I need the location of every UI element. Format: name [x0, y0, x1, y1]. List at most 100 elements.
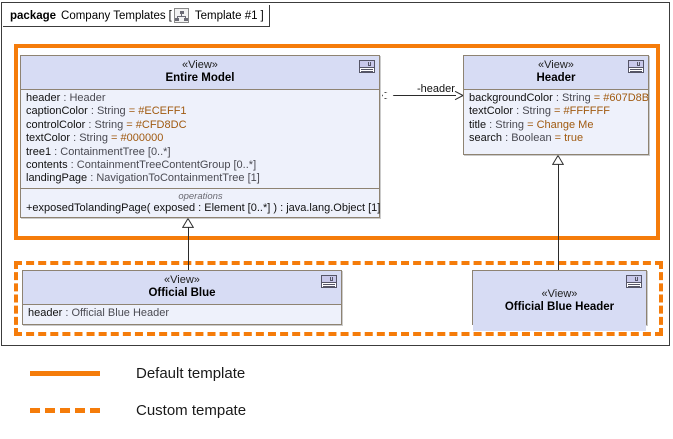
attribute-separator: : — [70, 132, 80, 145]
attribute-name: textColor — [26, 132, 71, 145]
attribute-name: controlColor — [26, 118, 86, 131]
class-name: Official Blue — [148, 287, 216, 299]
attribute-separator: : — [486, 118, 496, 131]
attribute-type: Header — [69, 92, 106, 104]
attribute-value: true — [564, 132, 584, 145]
generalization-line-official-blue-header — [558, 164, 559, 270]
legend-label: Custom tempate — [136, 402, 247, 419]
attribute-row: contents : ContainmentTreeContentGroup [… — [26, 159, 375, 172]
attribute-row: header : Header — [26, 92, 375, 105]
attribute-row: tree1 : ContainmentTree [0..*] — [26, 146, 375, 159]
package-name: Company Templates — [61, 9, 166, 22]
attribute-separator: : — [85, 118, 95, 131]
attribute-name: title — [469, 118, 487, 131]
attribute-separator: : — [62, 307, 72, 319]
attribute-equals: = — [125, 105, 139, 118]
class-header: «View» Official Blue Header — [473, 271, 646, 331]
attribute-equals: = — [107, 132, 121, 145]
attribute-separator: : — [552, 92, 562, 104]
class-stereotype: «View» — [164, 274, 200, 286]
attribute-value: #000000 — [120, 132, 164, 145]
class-header: «View» Entire Model — [21, 56, 379, 90]
operations-compartment: operations +exposedTolandingPage( expose… — [21, 187, 381, 218]
attribute-value: #607D8B — [603, 92, 650, 104]
attribute-name: captionColor — [26, 105, 88, 118]
operations-compartment-label: operations — [178, 190, 223, 202]
attribute-type: Boolean — [511, 132, 552, 145]
attribute-separator: : — [67, 159, 77, 172]
attribute-separator: : — [51, 145, 61, 158]
attribute-row: landingPage : NavigationToContainmentTre… — [26, 172, 375, 185]
view-icon — [359, 60, 375, 73]
view-icon — [321, 275, 337, 288]
attribute-row: controlColor : String = #CFD8DC — [26, 119, 375, 132]
attribute-type: String — [96, 105, 126, 118]
attribute-equals: = — [590, 92, 604, 104]
view-icon — [626, 275, 642, 288]
attribute-row: captionColor : String = #ECEFF1 — [26, 105, 375, 118]
bracket-open: [ — [168, 9, 172, 22]
attribute-name: textColor — [469, 105, 514, 118]
aggregation-diamond-icon — [382, 92, 394, 99]
attributes-compartment: backgroundColor : String = #607D8B textC… — [464, 90, 650, 148]
legend-swatch-dashed — [30, 408, 100, 413]
attribute-row: textColor : String = #FFFFFF — [469, 105, 644, 118]
attribute-equals: = — [123, 118, 136, 131]
class-stereotype: «View» — [541, 287, 578, 300]
class-name: Header — [536, 72, 576, 84]
attribute-name: header — [28, 307, 63, 319]
class-box-official-blue[interactable]: «View» Official Blue header : Official B… — [22, 270, 342, 325]
legend: Default template Custom tempate — [0, 346, 673, 439]
attribute-type: ContainmentTree [0..*] — [60, 145, 171, 158]
attribute-name: tree1 — [26, 145, 52, 158]
generalization-triangle-icon — [182, 218, 194, 228]
attribute-equals: = — [551, 132, 565, 145]
package-name-tab: package Company Templates [ Template #1 … — [3, 5, 270, 27]
attribute-type: ContainmentTreeContentGroup [0..*] — [76, 159, 257, 172]
attribute-row: textColor : String = #000000 — [26, 132, 375, 145]
attribute-type: Official Blue Header — [71, 307, 170, 319]
attribute-row: title : String = Change Me — [469, 119, 644, 132]
attribute-separator: : — [87, 105, 97, 118]
attribute-name: backgroundColor — [469, 92, 553, 104]
class-box-entire-model[interactable]: «View» Entire Model header : Header capt… — [20, 55, 380, 218]
association-line — [391, 95, 456, 96]
class-box-header[interactable]: «View» Header backgroundColor : String =… — [463, 55, 649, 155]
attribute-separator: : — [502, 132, 512, 145]
package-diagram-frame: package Company Templates [ Template #1 … — [1, 2, 670, 346]
class-header: «View» Header — [464, 56, 648, 90]
attribute-name: header — [26, 92, 61, 104]
class-box-official-blue-header[interactable]: «View» Official Blue Header — [472, 270, 647, 331]
attribute-type: String — [495, 118, 525, 131]
package-template-label: Template #1 — [194, 9, 258, 22]
attribute-type: String — [522, 105, 551, 118]
attribute-name: landingPage — [26, 172, 88, 185]
class-stereotype: «View» — [538, 59, 574, 71]
package-keyword: package — [10, 9, 57, 22]
class-name: Official Blue Header — [504, 300, 615, 313]
attribute-value: #ECEFF1 — [138, 105, 187, 118]
generalization-line-official-blue — [188, 227, 189, 270]
attribute-type: NavigationToContainmentTree [1] — [96, 172, 260, 185]
legend-item-default-template: Default template — [30, 365, 245, 382]
attributes-compartment: header : Official Blue Header — [23, 305, 341, 323]
tree-diagram-icon — [173, 8, 189, 23]
attribute-name: contents — [26, 159, 68, 172]
legend-item-custom-template: Custom tempate — [30, 402, 246, 419]
bracket-close: ] — [260, 9, 264, 22]
class-stereotype: «View» — [182, 59, 218, 71]
attributes-compartment: header : Header captionColor : String = … — [21, 90, 379, 188]
attribute-equals: = — [524, 118, 537, 131]
attribute-type: String — [561, 92, 591, 104]
attribute-name: search — [469, 132, 503, 145]
class-header: «View» Official Blue — [23, 271, 341, 305]
attribute-row: search : Boolean = true — [469, 132, 644, 145]
open-arrow-icon — [454, 90, 463, 101]
attribute-separator: : — [60, 92, 70, 104]
legend-label: Default template — [136, 365, 246, 382]
attribute-separator: : — [513, 105, 523, 118]
attribute-value: #FFFFFF — [563, 105, 610, 118]
operation-row: +exposedTolandingPage( exposed : Element… — [26, 201, 381, 214]
view-icon — [628, 60, 644, 73]
class-name: Entire Model — [165, 72, 235, 84]
